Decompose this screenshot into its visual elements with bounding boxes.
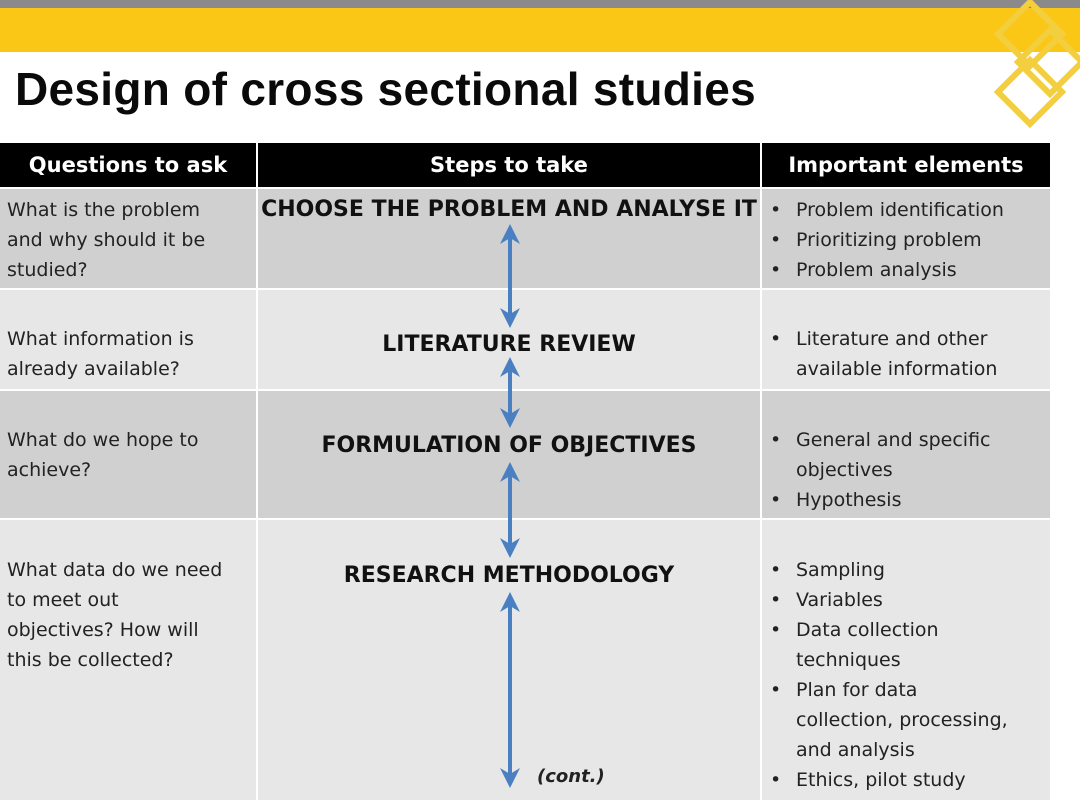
list-item: Ethics, pilot study bbox=[770, 765, 1008, 795]
header-steps: Steps to take bbox=[258, 143, 760, 187]
list-item: Problem analysis bbox=[770, 255, 1004, 285]
page-title: Design of cross sectional studies bbox=[15, 63, 757, 115]
list-item: Problem identification bbox=[770, 195, 1004, 225]
list-item: Hypothesis bbox=[770, 485, 991, 515]
row-divider bbox=[0, 389, 1050, 391]
list-item: Variables bbox=[770, 585, 1008, 615]
step-label: LITERATURE REVIEW bbox=[382, 332, 636, 357]
row-divider bbox=[0, 518, 1050, 520]
row-divider bbox=[0, 288, 1050, 290]
list-item: Prioritizing problem bbox=[770, 225, 1004, 255]
top-yellow-band bbox=[0, 8, 1080, 52]
elements-list: Sampling Variables Data collectiontechni… bbox=[770, 555, 1008, 795]
continued-label: (cont.) bbox=[537, 766, 605, 787]
question-cell: What data do we need to meet out objecti… bbox=[7, 559, 223, 671]
header-questions: Questions to ask bbox=[0, 143, 256, 187]
elements-list: Problem identification Prioritizing prob… bbox=[770, 195, 1004, 285]
question-cell: What is the problem and why should it be… bbox=[7, 199, 206, 281]
list-item: Sampling bbox=[770, 555, 1008, 585]
step-label: FORMULATION OF OBJECTIVES bbox=[321, 433, 697, 458]
header-elements: Important elements bbox=[762, 143, 1050, 187]
step-label: RESEARCH METHODOLOGY bbox=[343, 563, 675, 588]
top-gray-strip bbox=[0, 0, 1080, 8]
column-divider bbox=[760, 143, 762, 800]
column-divider bbox=[256, 143, 258, 800]
step-label: CHOOSE THE PROBLEM AND ANALYSE IT bbox=[261, 197, 757, 222]
question-cell: What do we hope to achieve? bbox=[7, 429, 199, 481]
question-cell: What information is already available? bbox=[7, 328, 194, 380]
decorative-diamond-icon bbox=[993, 0, 1080, 129]
